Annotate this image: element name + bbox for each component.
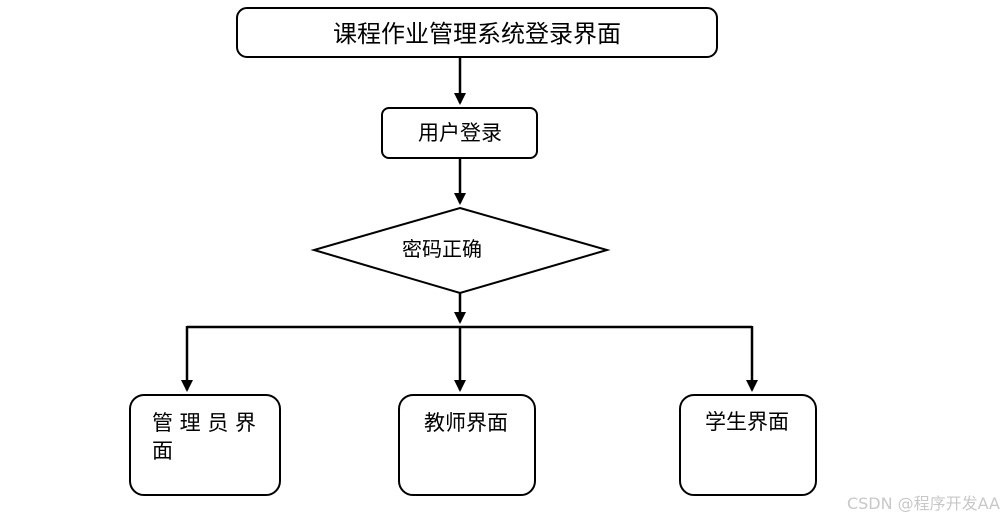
title-label: 课程作业管理系统登录界面 bbox=[333, 20, 621, 48]
user-login-label: 用户登录 bbox=[418, 121, 502, 145]
user-login-node: 用户登录 bbox=[381, 107, 538, 159]
password-check-node: 密码正确 bbox=[310, 206, 611, 295]
teacher-label: 教师界面 bbox=[424, 411, 508, 435]
admin-node: 管 理 员 界 面 bbox=[129, 394, 281, 496]
admin-label-line2: 面 bbox=[152, 439, 173, 463]
watermark: CSDN @程序开发AA bbox=[847, 494, 1000, 513]
teacher-box bbox=[398, 394, 536, 496]
title-node: 课程作业管理系统登录界面 bbox=[236, 7, 718, 58]
admin-box bbox=[129, 394, 281, 496]
student-box bbox=[679, 394, 817, 496]
student-node: 学生界面 bbox=[679, 394, 817, 496]
admin-label-line1: 管 理 员 界 bbox=[152, 411, 256, 435]
title-box bbox=[236, 7, 718, 58]
student-label: 学生界面 bbox=[705, 410, 789, 434]
teacher-node: 教师界面 bbox=[398, 394, 536, 496]
password-check-label: 密码正确 bbox=[402, 237, 482, 261]
